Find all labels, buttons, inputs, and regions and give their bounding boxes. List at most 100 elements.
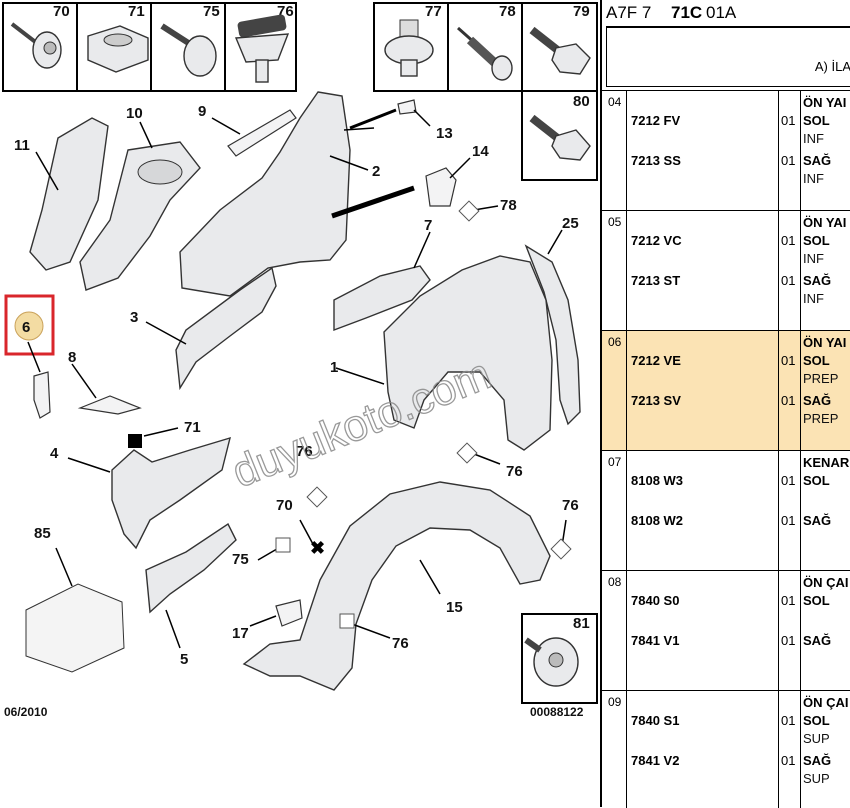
part-reference[interactable]: 7213 SV — [631, 393, 681, 408]
block-71-icon — [87, 25, 149, 73]
part-side: SAĞ — [803, 153, 832, 168]
part-85-kit[interactable] — [25, 583, 125, 673]
part-4[interactable] — [111, 436, 231, 550]
part-variant: PREP — [803, 371, 839, 386]
part-17[interactable] — [275, 599, 303, 627]
part-reference[interactable]: 7212 VE — [631, 353, 681, 368]
label-3[interactable]: 3 — [130, 309, 138, 326]
label-13[interactable]: 13 — [436, 125, 453, 142]
table-header-text: A) İLA — [814, 59, 850, 74]
label-70[interactable]: 70 — [276, 497, 293, 514]
label-2[interactable]: 2 — [372, 163, 380, 180]
row-number: 09 — [608, 695, 622, 709]
part-14[interactable] — [425, 167, 457, 207]
part-6[interactable] — [33, 371, 51, 419]
label-5[interactable]: 5 — [180, 651, 188, 668]
diagram-date: 06/2010 — [4, 705, 48, 719]
label-76c[interactable]: 76 — [562, 497, 579, 514]
label-8[interactable]: 8 — [68, 349, 76, 366]
part-variant: PREP — [803, 411, 839, 426]
watermark: duyukoto.com — [225, 349, 497, 497]
label-85[interactable]: 85 — [34, 525, 51, 542]
callout-79[interactable]: 79 — [573, 3, 590, 20]
label-14[interactable]: 14 — [472, 143, 489, 160]
label-75[interactable]: 75 — [232, 551, 249, 568]
part-variant: SUP — [803, 771, 830, 786]
label-76a[interactable]: 76 — [296, 443, 313, 460]
nut-77-icon — [384, 19, 434, 77]
label-9[interactable]: 9 — [198, 103, 206, 120]
part-reference[interactable]: 7212 VC — [631, 233, 682, 248]
callout-78[interactable]: 78 — [499, 3, 516, 20]
part-13[interactable] — [397, 99, 417, 115]
part-quantity: 01 — [781, 633, 796, 648]
callout-75[interactable]: 75 — [203, 3, 220, 20]
clip-76-icon — [234, 14, 290, 83]
part-8[interactable] — [77, 395, 142, 415]
callout-77[interactable]: 77 — [425, 3, 442, 20]
label-78[interactable]: 78 — [500, 197, 517, 214]
label-4[interactable]: 4 — [50, 445, 59, 462]
part-reference[interactable]: 8108 W2 — [631, 513, 684, 528]
part-variant: INF — [803, 131, 824, 146]
label-76d[interactable]: 76 — [392, 635, 409, 652]
label-7[interactable]: 7 — [424, 217, 432, 234]
label-17[interactable]: 17 — [232, 625, 249, 642]
part-7[interactable] — [333, 265, 431, 332]
part-quantity: 01 — [781, 513, 796, 528]
bolt-80-icon — [529, 114, 591, 161]
part-reference[interactable]: 7841 V2 — [631, 753, 680, 768]
part-reference[interactable]: 7840 S0 — [631, 593, 680, 608]
row-number: 07 — [608, 455, 622, 469]
callout-70[interactable]: 70 — [53, 3, 70, 20]
callout-81[interactable]: 81 — [573, 615, 590, 632]
label-15[interactable]: 15 — [446, 599, 463, 616]
label-71[interactable]: 71 — [184, 419, 201, 436]
part-quantity: 01 — [781, 753, 796, 768]
label-11[interactable]: 11 — [14, 137, 30, 154]
label-6[interactable]: 6 — [22, 319, 30, 336]
part-1-fender[interactable] — [383, 255, 553, 451]
label-76b[interactable]: 76 — [506, 463, 523, 480]
callout-71[interactable]: 71 — [128, 3, 145, 20]
part-reference[interactable]: 7840 S1 — [631, 713, 680, 728]
part-reference[interactable]: 7841 V1 — [631, 633, 680, 648]
row-number: 06 — [608, 335, 622, 349]
row-title: ÖN ÇAI — [803, 695, 849, 710]
row-title: ÖN YAI — [803, 215, 847, 230]
part-reference[interactable]: 8108 W3 — [631, 473, 684, 488]
part-quantity: 01 — [781, 273, 796, 288]
screw-81-icon — [524, 637, 579, 687]
part-side: SOL — [803, 353, 830, 368]
leader-lines — [27, 108, 567, 649]
part-5[interactable] — [145, 522, 237, 614]
diagram-code: 00088122 — [530, 705, 584, 719]
part-variant: INF — [803, 171, 824, 186]
part-reference[interactable]: 7213 ST — [631, 273, 681, 288]
part-side: SAĞ — [803, 633, 832, 648]
part-2[interactable] — [179, 91, 351, 297]
part-reference[interactable]: 7213 SS — [631, 153, 681, 168]
label-25[interactable]: 25 — [562, 215, 579, 232]
part-variant: SUP — [803, 731, 830, 746]
part-side: SOL — [803, 473, 830, 488]
label-10[interactable]: 10 — [126, 105, 143, 122]
part-reference[interactable]: 7212 FV — [631, 113, 681, 128]
part-9[interactable] — [227, 109, 297, 157]
part-15-liner[interactable] — [242, 481, 551, 691]
part-3[interactable] — [175, 266, 277, 391]
part-side: SAĞ — [803, 513, 832, 528]
part-quantity: 01 — [781, 233, 796, 248]
part-11[interactable] — [29, 117, 109, 271]
part-25[interactable] — [524, 244, 581, 426]
parts-diagram: 70 71 75 76 77 78 79 80 — [2, 2, 598, 719]
label-1[interactable]: 1 — [330, 359, 338, 376]
callout-80[interactable]: 80 — [573, 93, 590, 110]
